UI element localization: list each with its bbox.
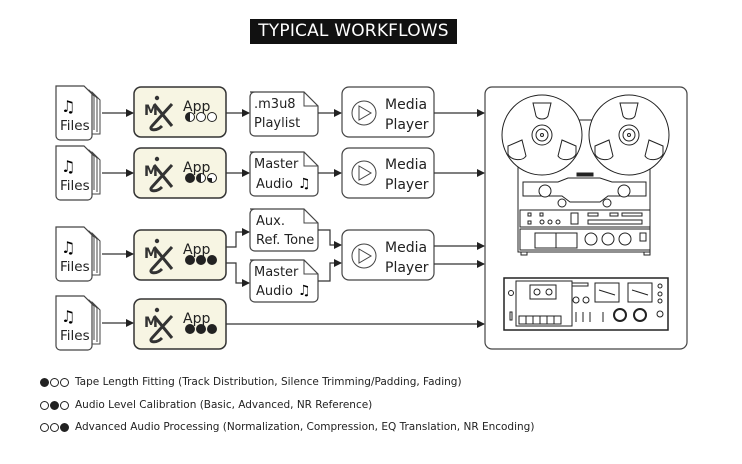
svg-text:M: M [144,103,158,119]
doc-line-1: Aux. [256,214,285,229]
level-dot-full [185,255,195,265]
player-line-2: Player [385,177,429,193]
app-level-dots [185,324,217,334]
files-label: Files [60,178,90,194]
player-line-1: Media [385,157,427,173]
files-label: Files [60,118,90,134]
app-level-dots [185,173,217,183]
level-dot-full [207,255,217,265]
music-note-icon: ♫ [298,283,311,299]
level-dot-fill [185,112,190,122]
legend-text: Audio Level Calibration (Basic, Advanced… [75,399,373,411]
app-box: M App [133,229,227,281]
mx-logo-icon: M [144,95,174,132]
svg-text:M: M [144,315,158,331]
workflow-row-2: ♫ Files M App Master Audio ♫ [55,145,485,201]
doc-line-1: .m3u8 [254,97,296,112]
level-dot-full [207,324,217,334]
legend-dot-empty [60,377,69,387]
legend-text: Advanced Audio Processing (Normalization… [75,421,535,433]
playlist-document: .m3u8 Playlist [249,91,319,137]
master-audio-document: Master Audio ♫ [249,259,319,303]
player-line-1: Media [385,240,427,256]
aux-ref-tone-document: Aux. Ref. Tone [249,208,319,252]
music-note-icon: ♫ [298,176,311,192]
legend-dots [40,400,69,410]
legend-dots [40,377,69,387]
legend-dot-full [60,422,69,432]
doc-line-1: Master [254,157,299,172]
mx-logo-icon: M [144,156,174,193]
legend-item: Tape Length Fitting (Track Distribution,… [40,376,462,388]
tape-decks-panel [484,86,688,350]
player-line-1: Media [385,97,427,113]
level-dot-full [185,173,195,183]
workflow-row-3: ♫ Files M App Aux. Ref. Tone Master A [55,208,485,303]
legend-item: Audio Level Calibration (Basic, Advanced… [40,399,372,411]
files-stack: ♫ Files [55,226,101,282]
level-dot-empty [196,112,206,122]
app-label: App [183,160,210,176]
legend-dot-full [40,377,49,387]
app-box: M App [133,86,227,138]
media-player-box: Media Player [341,86,435,138]
level-dot-fill [207,178,212,183]
level-dot-fill [196,173,201,183]
files-stack: ♫ Files [55,295,101,351]
doc-line-2: Playlist [254,116,300,131]
master-audio-document: Master Audio ♫ [249,151,319,197]
play-icon [351,243,377,269]
workflow-row-4: ♫ Files M App [55,295,485,351]
doc-line-2: Ref. Tone [256,233,314,248]
play-icon [351,100,377,126]
music-note-icon: ♫ [61,307,75,326]
files-label: Files [60,328,90,344]
svg-text:M: M [144,164,158,180]
app-level-dots [185,255,217,265]
level-dot-full [196,255,206,265]
music-note-icon: ♫ [61,157,75,176]
legend-dot-empty [50,422,59,432]
level-dot-full [185,324,195,334]
legend-dot-full [50,400,59,410]
music-note-icon: ♫ [61,97,75,116]
legend-dot-empty [40,400,49,410]
play-icon [351,160,377,186]
media-player-box: Media Player [341,147,435,199]
workflow-row-1: ♫ Files M App .m3u8 Playlist [55,85,485,141]
diagram-title: TYPICAL WORKFLOWS [250,19,457,44]
app-label: App [183,242,210,258]
app-box: M App [133,298,227,350]
mx-logo-icon: M [144,307,174,344]
legend-item: Advanced Audio Processing (Normalization… [40,421,534,433]
files-stack: ♫ Files [55,145,101,201]
legend-dot-empty [50,377,59,387]
doc-line-2: Audio [256,284,293,299]
app-label: App [183,311,210,327]
player-line-2: Player [385,117,429,133]
files-label: Files [60,259,90,275]
app-box: M App [133,147,227,199]
legend-dot-empty [60,400,69,410]
reel-to-reel-deck-icon [501,94,670,256]
level-dot-empty [207,112,217,122]
legend-dot-empty [40,422,49,432]
doc-line-1: Master [254,265,299,280]
app-level-dots [185,112,217,122]
svg-text:M: M [144,246,158,262]
legend-dots [40,422,69,432]
player-line-2: Player [385,260,429,276]
legend-text: Tape Length Fitting (Track Distribution,… [75,376,462,388]
doc-line-2: Audio [256,177,293,192]
app-label: App [183,99,210,115]
media-player-box: Media Player [341,229,435,281]
files-stack: ♫ Files [55,85,101,141]
level-dot-full [196,324,206,334]
music-note-icon: ♫ [61,238,75,257]
cassette-deck-icon [503,277,669,331]
mx-logo-icon: M [144,238,174,275]
